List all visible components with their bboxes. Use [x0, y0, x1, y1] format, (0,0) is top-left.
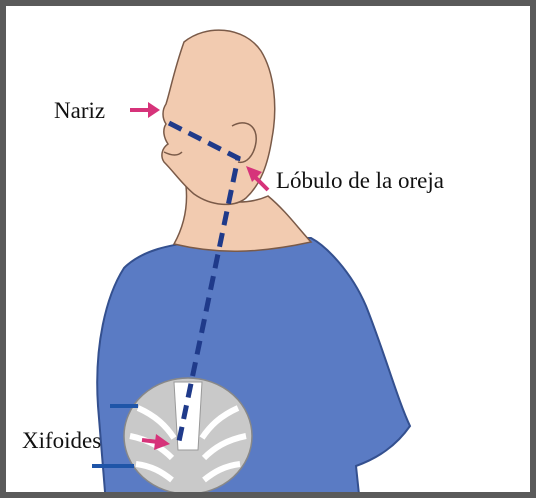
xiphoid-marker-bar-top: [110, 404, 138, 408]
label-xiphoid: Xifoides: [22, 428, 101, 453]
label-earlobe: Lóbulo de la oreja: [276, 168, 444, 193]
label-nose: Nariz: [54, 98, 105, 123]
ng-tube-measurement-diagram: Nariz Lóbulo de la oreja Xifoides: [6, 6, 536, 498]
nose-arrow-icon: [130, 102, 160, 118]
xiphoid-marker-bar-bottom: [92, 464, 134, 468]
